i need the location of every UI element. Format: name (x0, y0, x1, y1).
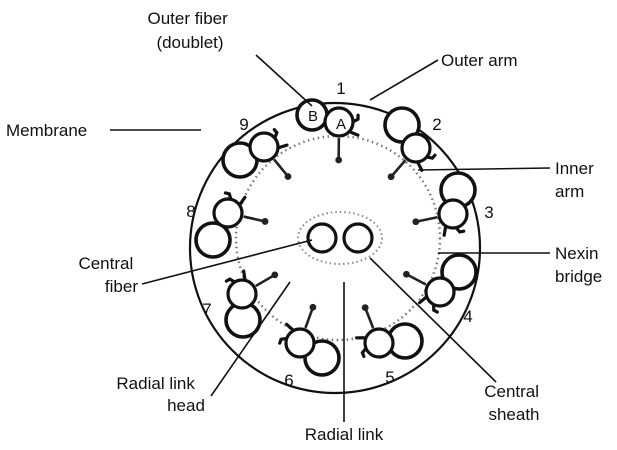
label-central-fiber: Central fiber (78, 254, 138, 296)
label-radial-link-head: Radial link head (116, 374, 205, 415)
radial-spoke-6 (304, 306, 315, 329)
radial-link-head-1 (335, 156, 343, 164)
doublet-number-6: 6 (284, 371, 293, 390)
radial-link-head-8 (261, 218, 269, 225)
b-tubule-8 (194, 221, 232, 259)
radial-link-head-5 (361, 304, 369, 312)
a-tubule-2 (400, 132, 432, 164)
radial-link-head-6 (309, 303, 317, 311)
a-tubule-7 (226, 278, 258, 310)
doublet-number-1: 1 (336, 79, 345, 98)
leader-inner-arm (417, 167, 551, 171)
doublet-number-9: 9 (239, 115, 248, 134)
label-outer-arm: Outer arm (441, 51, 518, 70)
a-tubule-9 (248, 131, 280, 163)
leader-radial-link-head (210, 281, 291, 397)
radial-spoke-4 (405, 273, 427, 286)
label-outer-fiber: Outer fiber (doublet) (147, 9, 232, 52)
a-tubule-5 (363, 327, 395, 359)
radial-link-head-3 (412, 218, 420, 226)
a-tubule-8 (212, 197, 244, 229)
central-fiber-left (306, 222, 338, 254)
membrane-circle (188, 101, 482, 395)
a-tubule-6 (284, 327, 316, 359)
leader-central-fiber (141, 239, 313, 285)
label-inner-arm: Inner arm (555, 159, 598, 201)
doublet-number-2: 2 (432, 115, 441, 134)
radial-link-head-9 (284, 173, 292, 180)
outer-doublets (194, 98, 478, 377)
radial-spoke-3 (415, 215, 438, 224)
radial-spoke-5 (363, 307, 375, 329)
doublet-number-7: 7 (202, 300, 211, 319)
doublet-number-3: 3 (484, 203, 493, 222)
doublet-number-4: 4 (463, 307, 472, 326)
radial-spoke-9 (273, 158, 289, 178)
doublet-letter-a: A (336, 116, 346, 133)
label-radial-link: Radial link (305, 425, 384, 444)
leader-central-sheath (369, 257, 497, 383)
doublet-letter-b: B (308, 108, 318, 125)
nexin-ring (234, 134, 442, 342)
radial-link-head-7 (271, 271, 279, 279)
doublet-number-5: 5 (385, 368, 394, 387)
doublet-number-8: 8 (186, 202, 195, 221)
radial-spokes (243, 137, 438, 329)
a-tubule-1 (323, 106, 355, 138)
label-membrane: Membrane (6, 121, 87, 140)
radial-link-head-4 (403, 270, 410, 278)
leader-outer-arm (369, 59, 439, 101)
label-central-sheath: Central sheath (484, 382, 544, 424)
label-nexin-bridge: Nexin bridge (555, 244, 603, 286)
leader-outer-fiber (255, 54, 313, 107)
radial-spoke-2 (390, 159, 407, 178)
radial-spoke-8 (243, 215, 266, 223)
central-sheath-ring (297, 211, 383, 265)
leader-lines (110, 54, 551, 422)
radial-link-head-2 (387, 173, 395, 181)
a-tubule-4 (424, 276, 456, 308)
central-fiber-right (342, 222, 374, 254)
radial-spoke-7 (255, 273, 276, 288)
a-tubule-3 (437, 198, 469, 230)
